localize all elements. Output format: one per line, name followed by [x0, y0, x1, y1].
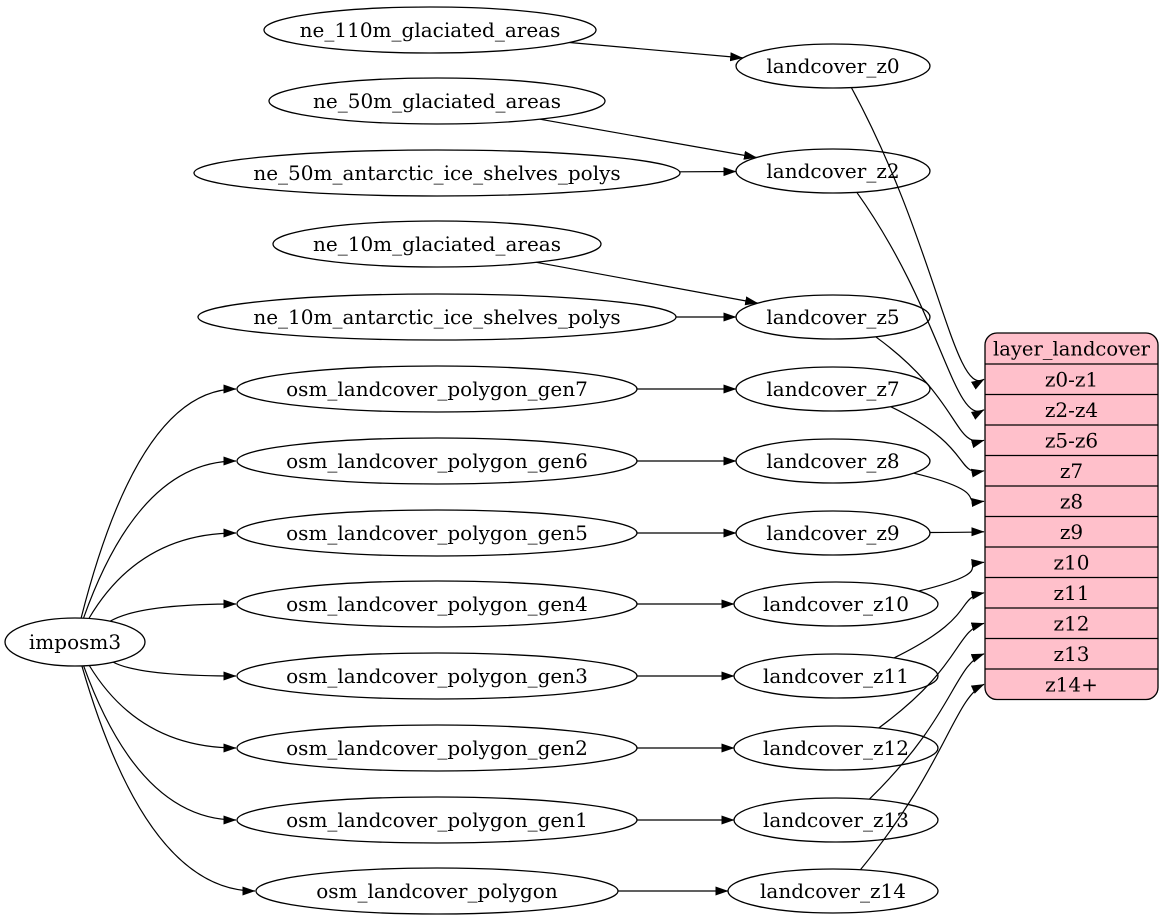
node-label-imposm3: imposm3 [29, 630, 121, 654]
node-label-osm_landcover_polygon_gen7: osm_landcover_polygon_gen7 [286, 377, 588, 401]
node-label-osm_landcover_polygon_gen4: osm_landcover_polygon_gen4 [286, 592, 588, 616]
node-ellipse-landcover_z0 [735, 43, 931, 89]
edge-imposm3-to-osm_landcover_polygon [81, 665, 256, 896]
node-landcover_z11: landcover_z11 [733, 653, 939, 699]
node-label-landcover_z13: landcover_z13 [763, 808, 909, 832]
node-ne_50m_glaciated_areas: ne_50m_glaciated_areas [268, 77, 606, 125]
node-label-landcover_z7: landcover_z7 [766, 377, 899, 401]
node-landcover_z2: landcover_z2 [735, 148, 931, 194]
node-ne_50m_antarctic_ice_shelves_polys: ne_50m_antarctic_ice_shelves_polys [193, 149, 681, 197]
node-label-osm_landcover_polygon_gen3: osm_landcover_polygon_gen3 [286, 664, 588, 688]
table-row-z9: z9 [1060, 520, 1083, 544]
node-landcover_z10: landcover_z10 [733, 581, 939, 627]
node-label-osm_landcover_polygon_gen5: osm_landcover_polygon_gen5 [286, 521, 588, 545]
table-row-z13: z13 [1054, 642, 1090, 666]
node-ellipse-imposm3 [4, 617, 146, 667]
node-label-ne_50m_glaciated_areas: ne_50m_glaciated_areas [313, 89, 561, 113]
node-label-osm_landcover_polygon_gen1: osm_landcover_polygon_gen1 [286, 808, 588, 832]
node-label-landcover_z5: landcover_z5 [766, 305, 899, 329]
node-label-osm_landcover_polygon: osm_landcover_polygon [316, 879, 558, 903]
node-label-landcover_z0: landcover_z0 [766, 54, 899, 78]
node-ellipse-ne_10m_glaciated_areas [272, 220, 602, 268]
edge-imposm3-to-osm_landcover_polygon_gen6 [82, 456, 237, 619]
node-label-landcover_z11: landcover_z11 [763, 664, 909, 688]
table-row-z2-z4: z2-z4 [1045, 398, 1098, 422]
node-label-landcover_z10: landcover_z10 [763, 592, 909, 616]
node-label-osm_landcover_polygon_gen2: osm_landcover_polygon_gen2 [286, 736, 588, 760]
node-landcover_z13: landcover_z13 [733, 797, 939, 843]
node-label-ne_110m_glaciated_areas: ne_110m_glaciated_areas [300, 18, 561, 42]
node-landcover_z0: landcover_z0 [735, 43, 931, 89]
node-osm_landcover_polygon_gen7: osm_landcover_polygon_gen7 [236, 365, 638, 413]
edge-imposm3-to-osm_landcover_polygon_gen7 [80, 384, 237, 619]
node-label-osm_landcover_polygon_gen6: osm_landcover_polygon_gen6 [286, 449, 588, 473]
edge-imposm3-to-osm_landcover_polygon_gen4 [109, 599, 237, 622]
edge-landcover_z5-to-z5-z6 [875, 336, 985, 449]
node-imposm3: imposm3 [4, 617, 146, 667]
node-label-ne_10m_glaciated_areas: ne_10m_glaciated_areas [313, 232, 561, 256]
node-label-landcover_z2: landcover_z2 [766, 159, 899, 183]
node-osm_landcover_polygon_gen6: osm_landcover_polygon_gen6 [236, 437, 638, 485]
table-header: layer_landcover [993, 338, 1151, 361]
table-row-z10: z10 [1054, 550, 1090, 574]
node-label-landcover_z9: landcover_z9 [766, 521, 899, 545]
node-label-ne_50m_antarctic_ice_shelves_polys: ne_50m_antarctic_ice_shelves_polys [253, 161, 620, 185]
table-row-z0-z1: z0-z1 [1045, 367, 1098, 391]
edge-ne_50m_glaciated_areas-to-landcover_z2 [539, 118, 757, 160]
node-ellipse-ne_110m_glaciated_areas [263, 6, 597, 54]
node-ne_110m_glaciated_areas: ne_110m_glaciated_areas [263, 6, 597, 54]
table-row-z12: z12 [1054, 611, 1090, 635]
table-row-z8: z8 [1060, 489, 1083, 513]
edge-landcover_z14-to-z14+ [859, 683, 985, 871]
edge-landcover_z9-to-z9 [929, 527, 985, 537]
edge-landcover_z13-to-z13 [868, 653, 985, 800]
table-layer-landcover: layer_landcover z0-z1 z2-z4 z5-z6 z7 z8 z9 z10 z… [984, 332, 1159, 701]
edge-landcover_z2-to-z2-z4 [856, 191, 985, 420]
edge-imposm3-to-osm_landcover_polygon_gen3 [112, 661, 237, 681]
table-row-z11: z11 [1054, 581, 1090, 605]
node-label-ne_10m_antarctic_ice_shelves_polys: ne_10m_antarctic_ice_shelves_polys [253, 305, 620, 329]
node-landcover_z12: landcover_z12 [733, 725, 939, 771]
edge-landcover_z11-to-z11 [893, 590, 985, 659]
edge-landcover_z12-to-z12 [878, 622, 985, 729]
node-ellipse-ne_50m_glaciated_areas [268, 77, 606, 125]
node-landcover_z8: landcover_z8 [735, 438, 931, 484]
node-osm_landcover_polygon_gen5: osm_landcover_polygon_gen5 [236, 509, 638, 557]
edge-landcover_z8-to-z8 [913, 472, 985, 507]
node-landcover_z5: landcover_z5 [735, 294, 931, 340]
edge-landcover_z10-to-z10 [918, 559, 985, 592]
node-ne_10m_glaciated_areas: ne_10m_glaciated_areas [272, 220, 602, 268]
node-landcover_z7: landcover_z7 [735, 366, 931, 412]
edge-landcover_z0-to-z0-z1 [850, 87, 985, 390]
edge-imposm3-to-osm_landcover_polygon_gen5 [88, 528, 237, 619]
node-osm_landcover_polygon_gen3: osm_landcover_polygon_gen3 [236, 652, 638, 700]
node-osm_landcover_polygon_gen4: osm_landcover_polygon_gen4 [236, 580, 638, 628]
edge-imposm3-to-osm_landcover_polygon_gen2 [88, 665, 237, 753]
node-landcover_z14: landcover_z14 [727, 868, 939, 914]
node-label-landcover_z14: landcover_z14 [760, 879, 906, 903]
node-ellipse-ne_50m_antarctic_ice_shelves_polys [193, 149, 681, 197]
edge-imposm3-to-osm_landcover_polygon_gen1 [83, 665, 237, 825]
table-row-z7: z7 [1060, 459, 1083, 483]
node-osm_landcover_polygon_gen1: osm_landcover_polygon_gen1 [236, 796, 638, 844]
node-label-landcover_z12: landcover_z12 [763, 736, 909, 760]
node-osm_landcover_polygon: osm_landcover_polygon [255, 867, 619, 915]
edge-ne_10m_glaciated_areas-to-landcover_z5 [536, 261, 759, 306]
table-row-z5-z6: z5-z6 [1045, 428, 1098, 452]
edge-ne_110m_glaciated_areas-to-landcover_z0 [569, 41, 744, 62]
node-osm_landcover_polygon_gen2: osm_landcover_polygon_gen2 [236, 724, 638, 772]
node-landcover_z9: landcover_z9 [735, 510, 931, 556]
edge-landcover_z7-to-z7 [890, 406, 985, 478]
table-row-z14+: z14+ [1045, 672, 1098, 696]
node-ne_10m_antarctic_ice_shelves_polys: ne_10m_antarctic_ice_shelves_polys [197, 293, 677, 341]
node-label-landcover_z8: landcover_z8 [766, 449, 899, 473]
